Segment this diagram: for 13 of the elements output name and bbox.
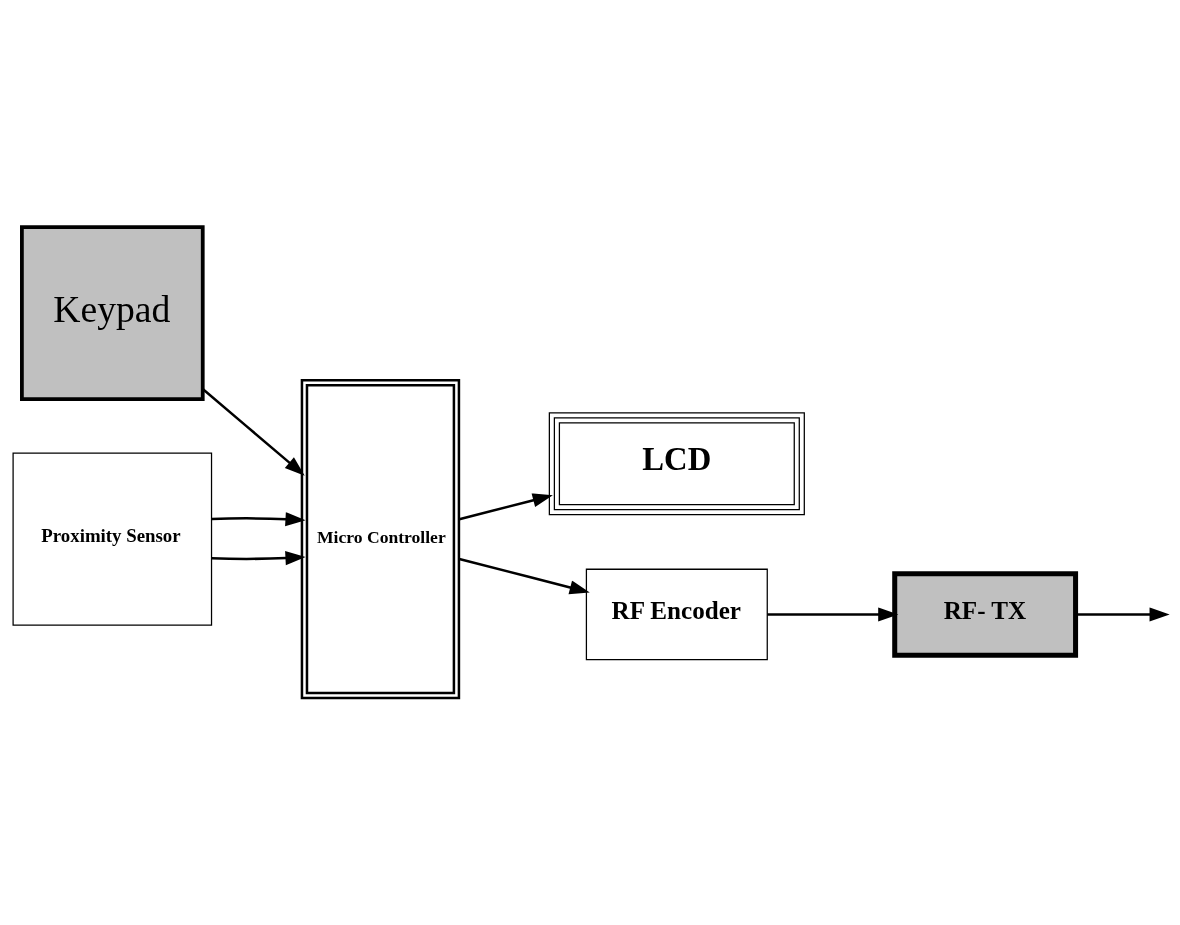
arrow: [211, 512, 306, 527]
arrow: [1075, 607, 1170, 622]
arrow: [459, 493, 553, 521]
arrow: [201, 388, 305, 476]
arrow: [767, 607, 899, 622]
node-box: LCD: [548, 412, 805, 516]
node-box: Micro Controller: [300, 379, 461, 700]
node-box: Keypad: [20, 225, 205, 401]
arrow: [459, 557, 590, 595]
node-box: RF- TX: [892, 571, 1079, 658]
arrow: [211, 551, 306, 566]
node-box: Proximity Sensor: [12, 452, 213, 626]
node-box: RF Encoder: [585, 568, 768, 661]
